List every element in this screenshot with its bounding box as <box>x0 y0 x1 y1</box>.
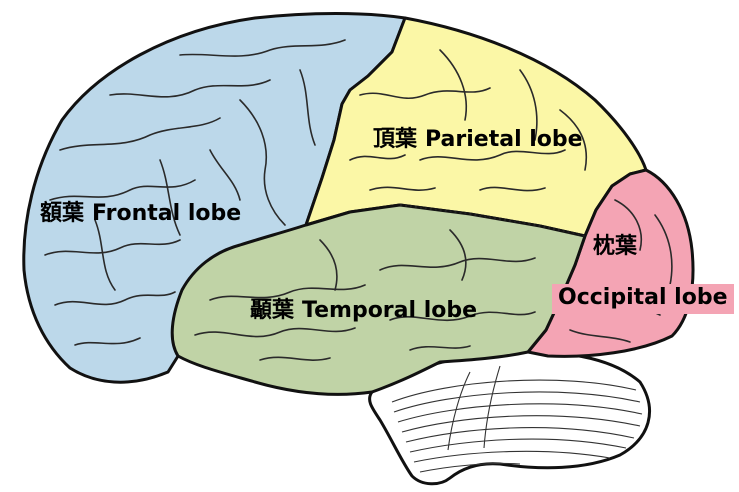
occipital-lobe-label-en: Occipital lobe <box>552 284 734 314</box>
temporal-lobe-label: 顳葉 Temporal lobe <box>250 300 477 322</box>
parietal-lobe-label-cjk: 頂葉 <box>373 127 417 152</box>
frontal-lobe-label-cjk: 額葉 <box>40 201 84 226</box>
occipital-lobe-label-cjk: 枕葉 <box>593 236 637 258</box>
frontal-lobe-label-en: Frontal lobe <box>92 201 241 226</box>
parietal-lobe-label: 頂葉 Parietal lobe <box>373 129 583 151</box>
temporal-lobe-label-cjk: 顳葉 <box>250 298 294 323</box>
frontal-lobe-label: 額葉 Frontal lobe <box>40 203 241 225</box>
temporal-lobe-label-en: Temporal lobe <box>302 298 477 323</box>
parietal-lobe-label-en: Parietal lobe <box>425 127 583 152</box>
